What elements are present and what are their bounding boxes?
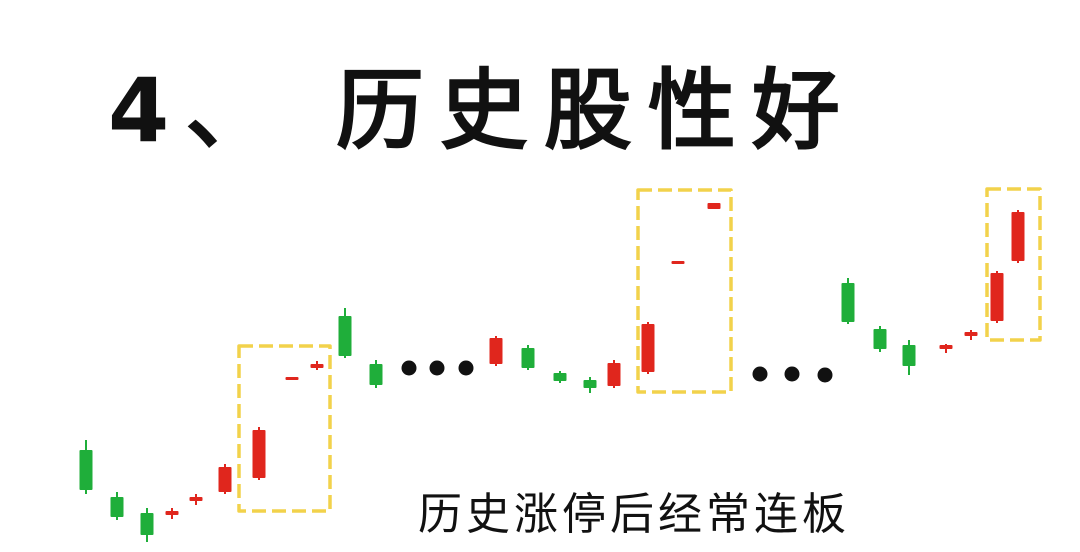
- candle-down: [369, 364, 383, 385]
- ellipsis-dot: [784, 366, 800, 382]
- candle-down: [902, 345, 916, 366]
- candle-up: [671, 261, 685, 264]
- candle-up: [607, 363, 621, 386]
- candle-up: [165, 511, 179, 515]
- candle-up: [964, 332, 978, 336]
- caption: 历史涨停后经常连板: [418, 489, 850, 540]
- candle-up: [489, 338, 503, 364]
- highlight-box-1: [237, 344, 332, 513]
- candle-up: [285, 377, 299, 380]
- ellipsis-dot: [752, 366, 768, 382]
- highlight-box-3: [985, 187, 1042, 342]
- ellipsis-dot: [817, 367, 833, 383]
- candle-up: [310, 364, 324, 368]
- candle-down: [79, 450, 93, 490]
- candle-up: [218, 467, 232, 492]
- candle-down: [338, 316, 352, 356]
- ellipsis-dot: [458, 360, 474, 376]
- candle-up: [252, 430, 266, 478]
- ellipsis-dot: [401, 360, 417, 376]
- candle-down: [873, 329, 887, 349]
- page-title: 4、 历史股性好: [108, 59, 856, 162]
- candle-down: [140, 513, 154, 535]
- candle-up: [939, 345, 953, 349]
- candle-up: [990, 273, 1004, 321]
- candle-up: [1011, 212, 1025, 261]
- candle-down: [841, 283, 855, 322]
- candle-up: [189, 497, 203, 501]
- candle-down: [110, 497, 124, 517]
- candle-down: [583, 380, 597, 388]
- candle-up: [641, 324, 655, 372]
- candle-down: [521, 348, 535, 368]
- candle-down: [553, 373, 567, 381]
- candle-up: [707, 203, 721, 209]
- highlight-box-2: [636, 188, 733, 394]
- ellipsis-dot: [429, 360, 445, 376]
